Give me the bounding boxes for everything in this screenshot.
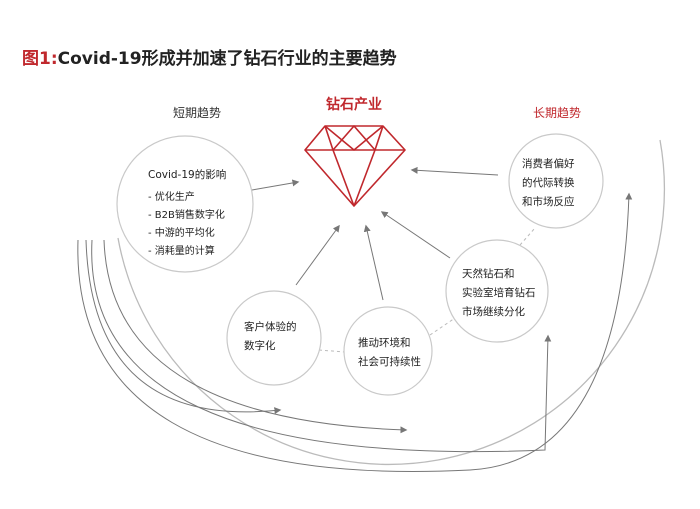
covid-node-list: - 优化生产 - B2B销售数字化 - 中游的平均化 - 消耗量的计算 <box>148 189 226 261</box>
page-title: 图1:Covid-19形成并加速了钻石行业的主要趋势 <box>22 44 397 69</box>
list-item: - 消耗量的计算 <box>148 246 215 257</box>
arrow-sustain-to-diamond <box>363 224 384 301</box>
sustainability-node-line1: 推动环境和 <box>358 337 411 349</box>
customer-node: 客户体验的 数字化 <box>244 318 297 356</box>
consumer-node-line2: 的代际转换 <box>522 177 575 189</box>
lab-node-line3: 市场继续分化 <box>462 306 525 318</box>
dashed-connector <box>429 317 456 336</box>
customer-circle <box>226 290 322 386</box>
feedback-arrow-customer <box>85 239 282 415</box>
diamond-icon <box>304 125 406 207</box>
feedback-arrow-lab <box>91 239 552 453</box>
title-main: Covid-19形成并加速了钻石行业的主要趋势 <box>57 49 397 69</box>
lab-node-line1: 天然钻石和 <box>462 268 515 280</box>
consumer-circle <box>508 133 604 229</box>
lab-node: 天然钻石和 实验室培育钻石 市场继续分化 <box>462 265 536 322</box>
list-item: - 中游的平均化 <box>148 228 215 239</box>
consumer-node-line3: 和市场反应 <box>522 196 575 208</box>
customer-node-line2: 数字化 <box>244 340 276 352</box>
arrow-consumer-to-diamond <box>410 166 499 176</box>
consumer-node-line1: 消费者偏好 <box>522 158 575 170</box>
consumer-node: 消费者偏好 的代际转换 和市场反应 <box>522 155 575 212</box>
dashed-connector <box>519 227 536 246</box>
diamond-industry-label: 钻石产业 <box>326 97 382 113</box>
lab-circle <box>445 239 549 343</box>
feedback-arrow-sustain <box>103 239 408 434</box>
list-item: - B2B销售数字化 <box>148 210 225 221</box>
arrow-lab-to-diamond <box>380 211 451 259</box>
sustainability-node-line2: 社会可持续性 <box>358 356 421 368</box>
feedback-arrow-consumer <box>77 192 633 472</box>
sustainability-node: 推动环境和 社会可持续性 <box>358 334 421 372</box>
title-prefix: 图1: <box>22 49 58 69</box>
long-term-arc <box>117 139 665 466</box>
lab-node-line2: 实验室培育钻石 <box>462 287 536 299</box>
arrow-covid-to-diamond <box>251 179 300 191</box>
covid-node-title: Covid-19的影响 <box>148 169 227 181</box>
customer-node-line1: 客户体验的 <box>244 321 297 333</box>
dashed-connector <box>318 349 346 353</box>
arrow-customer-to-diamond <box>295 224 340 286</box>
long-term-label: 长期趋势 <box>533 106 582 120</box>
sustainability-circle <box>343 306 433 396</box>
covid-node: Covid-19的影响 - 优化生产 - B2B销售数字化 - 中游的平均化 -… <box>148 166 226 261</box>
covid-circle <box>116 135 254 273</box>
list-item: - 优化生产 <box>148 192 195 203</box>
short-term-label: 短期趋势 <box>173 106 222 120</box>
